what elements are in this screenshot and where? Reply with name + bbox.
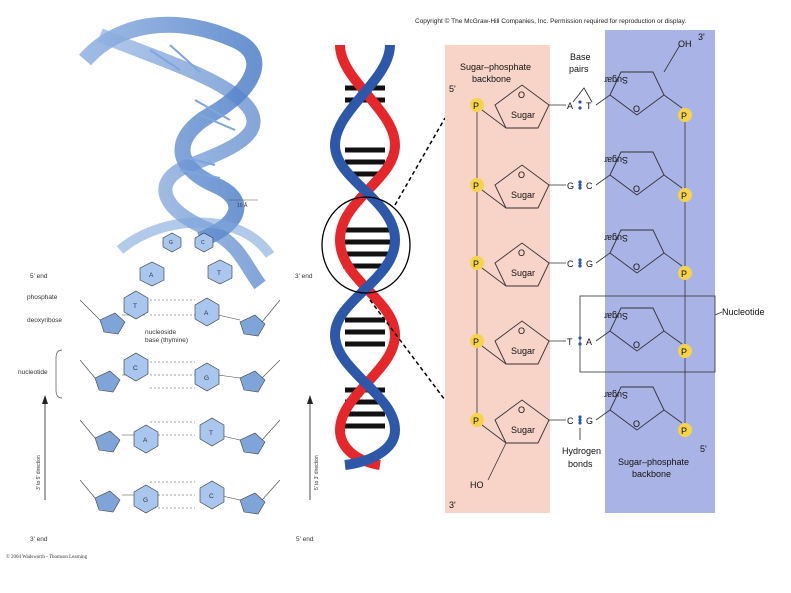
right-backbone-panel	[605, 30, 715, 513]
right-sugar-label: Sugar	[604, 311, 628, 321]
left-sugar-label: Sugar	[511, 346, 535, 356]
right-bottom-end: 5' end	[296, 536, 314, 543]
svg-text:C: C	[133, 365, 138, 372]
hydrogen-bond-dot	[578, 261, 581, 264]
left-base-letter: C	[567, 259, 574, 269]
hydrogen-bond-dot	[578, 336, 581, 339]
right-sugar-oxygen: O	[633, 262, 640, 272]
svg-text:T: T	[217, 270, 221, 277]
left-base-letter: A	[567, 101, 573, 111]
left-backbone-label-2: backbone	[472, 74, 511, 84]
right-base-letter: C	[586, 181, 593, 191]
svg-text:T: T	[133, 303, 137, 310]
ho-label: HO	[470, 480, 484, 490]
nucleotide-label-right: Nucleotide	[722, 307, 765, 317]
oh-label: OH	[678, 39, 692, 49]
right-top-end: 3' end	[295, 273, 313, 280]
right-phosphate-label: P	[681, 269, 687, 279]
left-phosphate-label: P	[473, 101, 479, 111]
svg-text:C: C	[201, 240, 205, 246]
left-bottom-end: 3' end	[30, 536, 48, 543]
base-pairs-label-2: pairs	[569, 64, 589, 74]
right-sugar-label: Sugar	[604, 390, 628, 400]
svg-text:A: A	[149, 272, 154, 279]
left-base-letter: C	[567, 416, 574, 426]
right-sugar-oxygen: O	[633, 340, 640, 350]
five-prime-bottom: 5'	[700, 444, 707, 454]
svg-text:G: G	[169, 240, 173, 246]
left-sugar-oxygen: O	[518, 326, 525, 336]
three-prime-top: 3'	[698, 32, 705, 42]
right-phosphate-label: P	[681, 426, 687, 436]
hydrogen-bond-dot	[578, 418, 581, 421]
hydrogen-bond-dot	[578, 106, 581, 109]
base-pairs-label-1: Base	[570, 52, 591, 62]
hydrogen-bonds-label-1: Hydrogen	[562, 446, 601, 456]
right-sugar-oxygen: O	[633, 419, 640, 429]
svg-text:T: T	[209, 430, 213, 437]
right-base-letter: T	[586, 101, 592, 111]
right-base-letter: G	[586, 259, 593, 269]
hydrogen-bond-dot	[578, 258, 581, 261]
hydrogen-bond-dot	[578, 342, 581, 345]
hydrogen-bond-dot	[578, 100, 581, 103]
hydrogen-bond-dot	[578, 180, 581, 183]
right-backbone-label-2: backbone	[632, 469, 671, 479]
svg-text:G: G	[204, 375, 209, 382]
right-direction-label: 5' to 3' direction	[314, 455, 320, 490]
right-sugar-label: Sugar	[604, 155, 628, 165]
right-sugar-oxygen: O	[633, 104, 640, 114]
left-backbone-label-1: Sugar–phosphate	[460, 62, 531, 72]
left-base-letter: G	[567, 181, 574, 191]
left-sugar-label: Sugar	[511, 425, 535, 435]
right-sugar-label: Sugar	[604, 233, 628, 243]
left-phosphate-label: P	[473, 181, 479, 191]
five-prime-top: 5'	[449, 84, 456, 94]
left-phosphate-label: P	[473, 337, 479, 347]
svg-text:A: A	[204, 310, 209, 317]
three-prime-bottom: 3'	[449, 500, 456, 510]
left-sugar-oxygen: O	[518, 248, 525, 258]
svg-text:A: A	[143, 437, 148, 444]
left-top-end: 5' end	[30, 273, 48, 280]
deoxyribose-label: deoxyribose	[27, 317, 62, 324]
right-bases: A G T C	[195, 298, 224, 509]
svg-text:G: G	[143, 497, 148, 504]
hydrogen-bond-dot	[578, 183, 581, 186]
hydrogen-bond-dot	[578, 415, 581, 418]
right-phosphate-label: P	[681, 191, 687, 201]
left-phosphate-label: P	[473, 259, 479, 269]
left-direction-label: 3' to 5' direction	[36, 455, 42, 490]
right-sugar-oxygen: O	[633, 184, 640, 194]
right-backbone-label-1: Sugar–phosphate	[618, 457, 689, 467]
left-bases: T C A G	[124, 291, 158, 513]
left-sugar-oxygen: O	[518, 405, 525, 415]
hydrogen-bond-dot	[578, 186, 581, 189]
left-base-letter: T	[567, 337, 573, 347]
hydrogen-bond-dot	[578, 264, 581, 267]
right-sugar-label: Sugar	[604, 75, 628, 85]
nucleotide-label: nucleotide	[18, 369, 48, 376]
left-sugar-label: Sugar	[511, 110, 535, 120]
phosphate-label: phosphate	[27, 294, 58, 301]
middle-double-helix	[335, 45, 395, 465]
left-phosphate-label: P	[473, 416, 479, 426]
right-base-letter: A	[586, 337, 592, 347]
left-sugar-label: Sugar	[511, 190, 535, 200]
right-phosphate-label: P	[681, 111, 687, 121]
nucleoside-base-label: base (thymine)	[145, 337, 188, 344]
hydrogen-bonds-label-2: bonds	[568, 459, 593, 469]
scale-label: 10 Å	[237, 202, 248, 209]
nucleoside-label: nucleoside	[145, 329, 176, 336]
left-sugar-oxygen: O	[518, 170, 525, 180]
hydrogen-bond-dot	[578, 421, 581, 424]
right-base-letter: G	[586, 416, 593, 426]
right-phosphate-label: P	[681, 347, 687, 357]
nucleotide-rows	[80, 300, 280, 514]
svg-text:C: C	[209, 493, 214, 500]
left-sugar-oxygen: O	[518, 90, 525, 100]
left-sugar-label: Sugar	[511, 268, 535, 278]
